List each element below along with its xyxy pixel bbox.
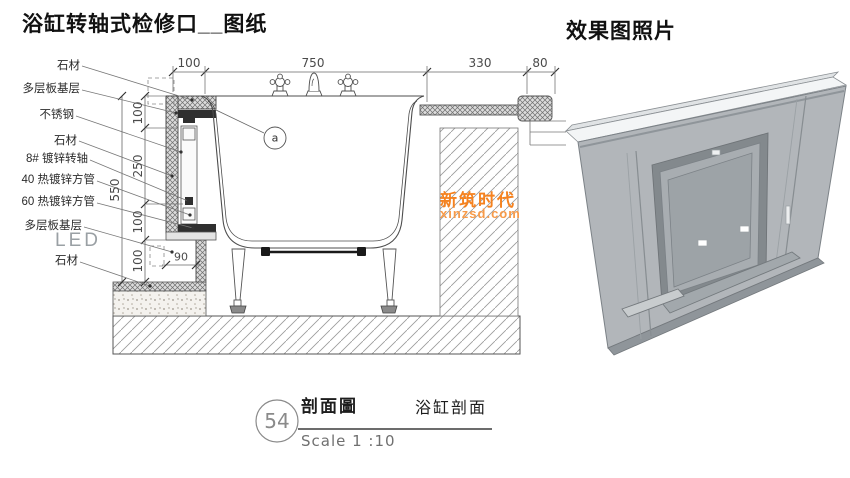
watermark-url: xinzsd.com	[440, 206, 521, 221]
label-led-strip: LED	[55, 230, 101, 251]
label-tube-60: 60 热镀锌方管	[21, 196, 96, 208]
sheet-number: 54	[264, 409, 290, 433]
dim-left-100b: 100	[131, 210, 145, 234]
drawing-title: 浴缸转轴式检修口__图纸	[22, 13, 268, 36]
label-tube-40: 40 热镀锌方管	[21, 174, 96, 186]
floor-slab	[112, 315, 521, 355]
render-3d-panel	[564, 71, 848, 356]
dim-top-750: 750	[301, 56, 325, 70]
dim-left-100a: 100	[131, 101, 145, 125]
watermark-brand: 新筑时代	[440, 191, 516, 210]
right-deck-slab	[419, 95, 566, 146]
label-pivot-axle: 8# 镀锌转轴	[26, 153, 88, 165]
section-name: 剖面圖	[301, 397, 358, 416]
label-stone-base: 石材	[55, 255, 78, 267]
title-block-graphics	[255, 399, 492, 443]
render-title: 效果图照片	[566, 20, 676, 43]
label-stone-panel: 石材	[54, 135, 77, 147]
dim-top-330: 330	[468, 56, 492, 70]
base-platform	[112, 239, 207, 317]
dim-recess-90: 90	[174, 250, 188, 264]
right-wall	[439, 127, 519, 317]
tub-support-legs	[229, 247, 398, 314]
section-subtitle: 浴缸剖面	[415, 400, 488, 417]
label-stone-counter: 石材	[57, 60, 80, 72]
dim-left-100c: 100	[131, 249, 145, 273]
scale-note: Scale 1 :10	[301, 432, 396, 450]
dim-overall-550: 550	[108, 178, 122, 202]
dim-left-250: 250	[131, 154, 145, 178]
access-panel-assembly	[147, 77, 217, 282]
callout-label: a	[271, 131, 279, 145]
faucet-set	[269, 72, 359, 97]
label-stainless-steel: 不锈钢	[39, 109, 75, 121]
dim-top-80: 80	[532, 56, 548, 70]
label-plywood-top: 多层板基层	[22, 83, 81, 95]
label-plywood-bottom: 多层板基层	[24, 220, 83, 232]
leader-lines	[75, 65, 195, 288]
bathtub-outline	[200, 95, 425, 249]
dimension-lines	[117, 66, 560, 287]
callout-circle	[215, 109, 287, 150]
dim-top-100: 100	[177, 56, 201, 70]
